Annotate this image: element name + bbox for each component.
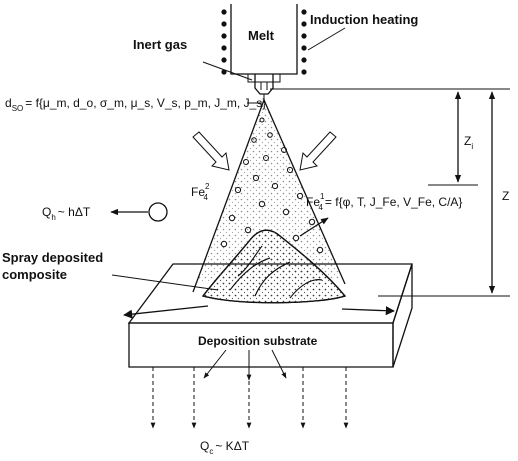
qc-equation: Qc~ KΔT [200,439,250,456]
melt-label: Melt [248,28,275,43]
dso-sub: SO [12,104,24,113]
fe1-sub: 4 [318,203,323,212]
right-spread-arrow [341,306,395,316]
heat-extraction-arrows [150,349,349,429]
z-label: Z [502,189,509,203]
dso-base: d [5,96,12,110]
inert-gas-leader-line [202,61,253,81]
fe1-rhs: = f{φ, T, J_Fe, V_Fe, C/A} [325,195,463,209]
fe2-label: Fe2 4 [191,182,210,202]
droplet-circle [148,202,168,222]
qh-rhs: ~ hΔT [58,205,91,219]
inert-gas-label: Inert gas [133,37,187,52]
melt-crucible [230,4,298,102]
qh-equation: Qh~ hΔT [42,205,91,222]
qc-sub: c [209,447,213,456]
qc-base: Q [200,439,209,453]
zi-label: Zi [464,134,473,151]
fe2-sup: 2 [205,182,210,191]
right-hollow-arrow [299,131,337,171]
dimension-lines [270,88,510,297]
spray-composite-label-line1: Spray deposited [2,250,103,265]
left-spread-arrow [123,305,209,319]
fe2-base: Fe [191,185,205,199]
dso-rhs: = f{μ_m, d_o, σ_m, μ_s, V_s, p_m, J_m, J… [25,96,266,110]
fe1-arrow [299,217,329,237]
deposit-mound-front [201,229,347,304]
induction-leader-line [307,27,346,51]
induction-coil [221,9,307,75]
zi-sub: i [471,142,473,151]
qh-base: Q [42,205,51,219]
spray-cone [192,99,346,293]
induction-heating-label: Induction heating [310,12,418,27]
fe2-sub: 4 [203,193,208,202]
fe2-hollow-arrow [192,131,230,171]
qh-sub: h [51,213,55,222]
deposition-substrate-label: Deposition substrate [198,334,318,348]
zi-base: Z [464,134,471,148]
fe1-sup: 1 [320,192,325,201]
fe1-equation: Fe1 4= f{φ, T, J_Fe, V_Fe, C/A} [306,192,462,212]
spray-composite-label-line2: composite [2,267,67,282]
composite-leader-line [111,274,219,291]
deposition-substrate-slab [127,263,413,368]
qc-rhs: ~ KΔT [215,439,249,453]
dso-equation: dSO= f{μ_m, d_o, σ_m, μ_s, V_s, p_m, J_m… [5,96,266,113]
fe1-base: Fe [306,195,320,209]
